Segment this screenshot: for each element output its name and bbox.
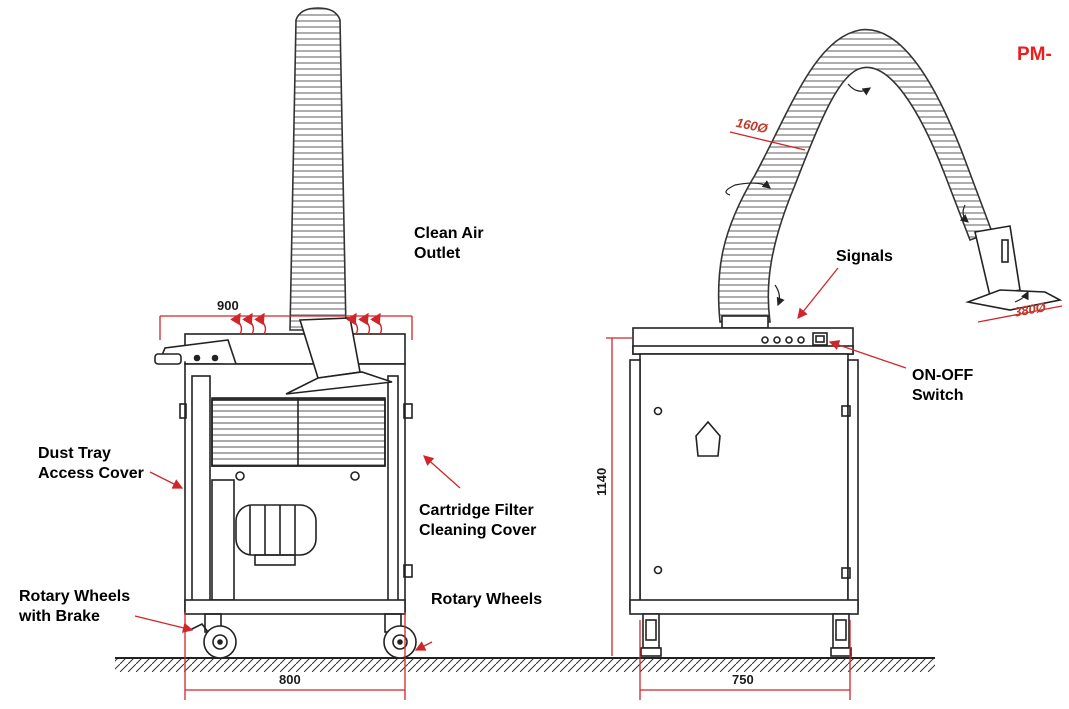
- side-wheel: [383, 613, 417, 659]
- dimension-lines-front: [606, 131, 1063, 700]
- label-cartridge-line2: Cleaning Cover: [419, 522, 537, 539]
- label-dust-tray-line2: Access Cover: [38, 465, 144, 482]
- model-label: PM-: [1017, 44, 1052, 65]
- front-view-unit: [629, 28, 1063, 657]
- ground-line: [115, 657, 935, 672]
- rotation-arrows: [725, 83, 1029, 307]
- label-on-off-switch: ON-OFF Switch: [912, 366, 973, 406]
- vertical-exhaust-hose: [289, 7, 347, 331]
- label-rotary-wheels: Rotary Wheels: [431, 591, 543, 608]
- label-cartridge-filter-cleaning-cover: Cartridge Filter Cleaning Cover: [419, 501, 536, 541]
- front-wheel-right: [830, 613, 852, 657]
- label-signals: Signals: [836, 248, 893, 265]
- dim-height-front: 1140: [594, 467, 609, 496]
- label-on-off-switch-line1: ON-OFF: [912, 367, 974, 384]
- dim-base-width-front: 750: [732, 672, 754, 687]
- label-rotary-brake-line1: Rotary Wheels: [19, 588, 131, 605]
- label-clean-air-outlet-line2: Outlet: [414, 245, 461, 262]
- leader-arrows: [134, 267, 907, 651]
- side-wheel-with-brake: [189, 613, 237, 659]
- label-rotary-wheels-with-brake: Rotary Wheels with Brake: [19, 587, 130, 627]
- label-on-off-switch-line2: Switch: [912, 387, 964, 404]
- label-clean-air-outlet: Clean Air Outlet: [414, 224, 484, 264]
- dim-base-width-side: 800: [279, 672, 301, 687]
- label-dust-tray-access-cover: Dust Tray Access Cover: [38, 444, 144, 484]
- label-clean-air-outlet-line1: Clean Air: [414, 225, 484, 242]
- label-rotary-brake-line2: with Brake: [19, 608, 100, 625]
- air-flow-arrows: [230, 312, 383, 335]
- dim-top-width-side: 900: [217, 298, 239, 313]
- side-view-unit: [154, 7, 417, 659]
- dimension-lines-side: [159, 315, 413, 700]
- label-dust-tray-line1: Dust Tray: [38, 445, 111, 462]
- extraction-arm: [717, 28, 1063, 323]
- label-cartridge-line1: Cartridge Filter: [419, 502, 534, 519]
- front-wheel-left: [640, 613, 662, 657]
